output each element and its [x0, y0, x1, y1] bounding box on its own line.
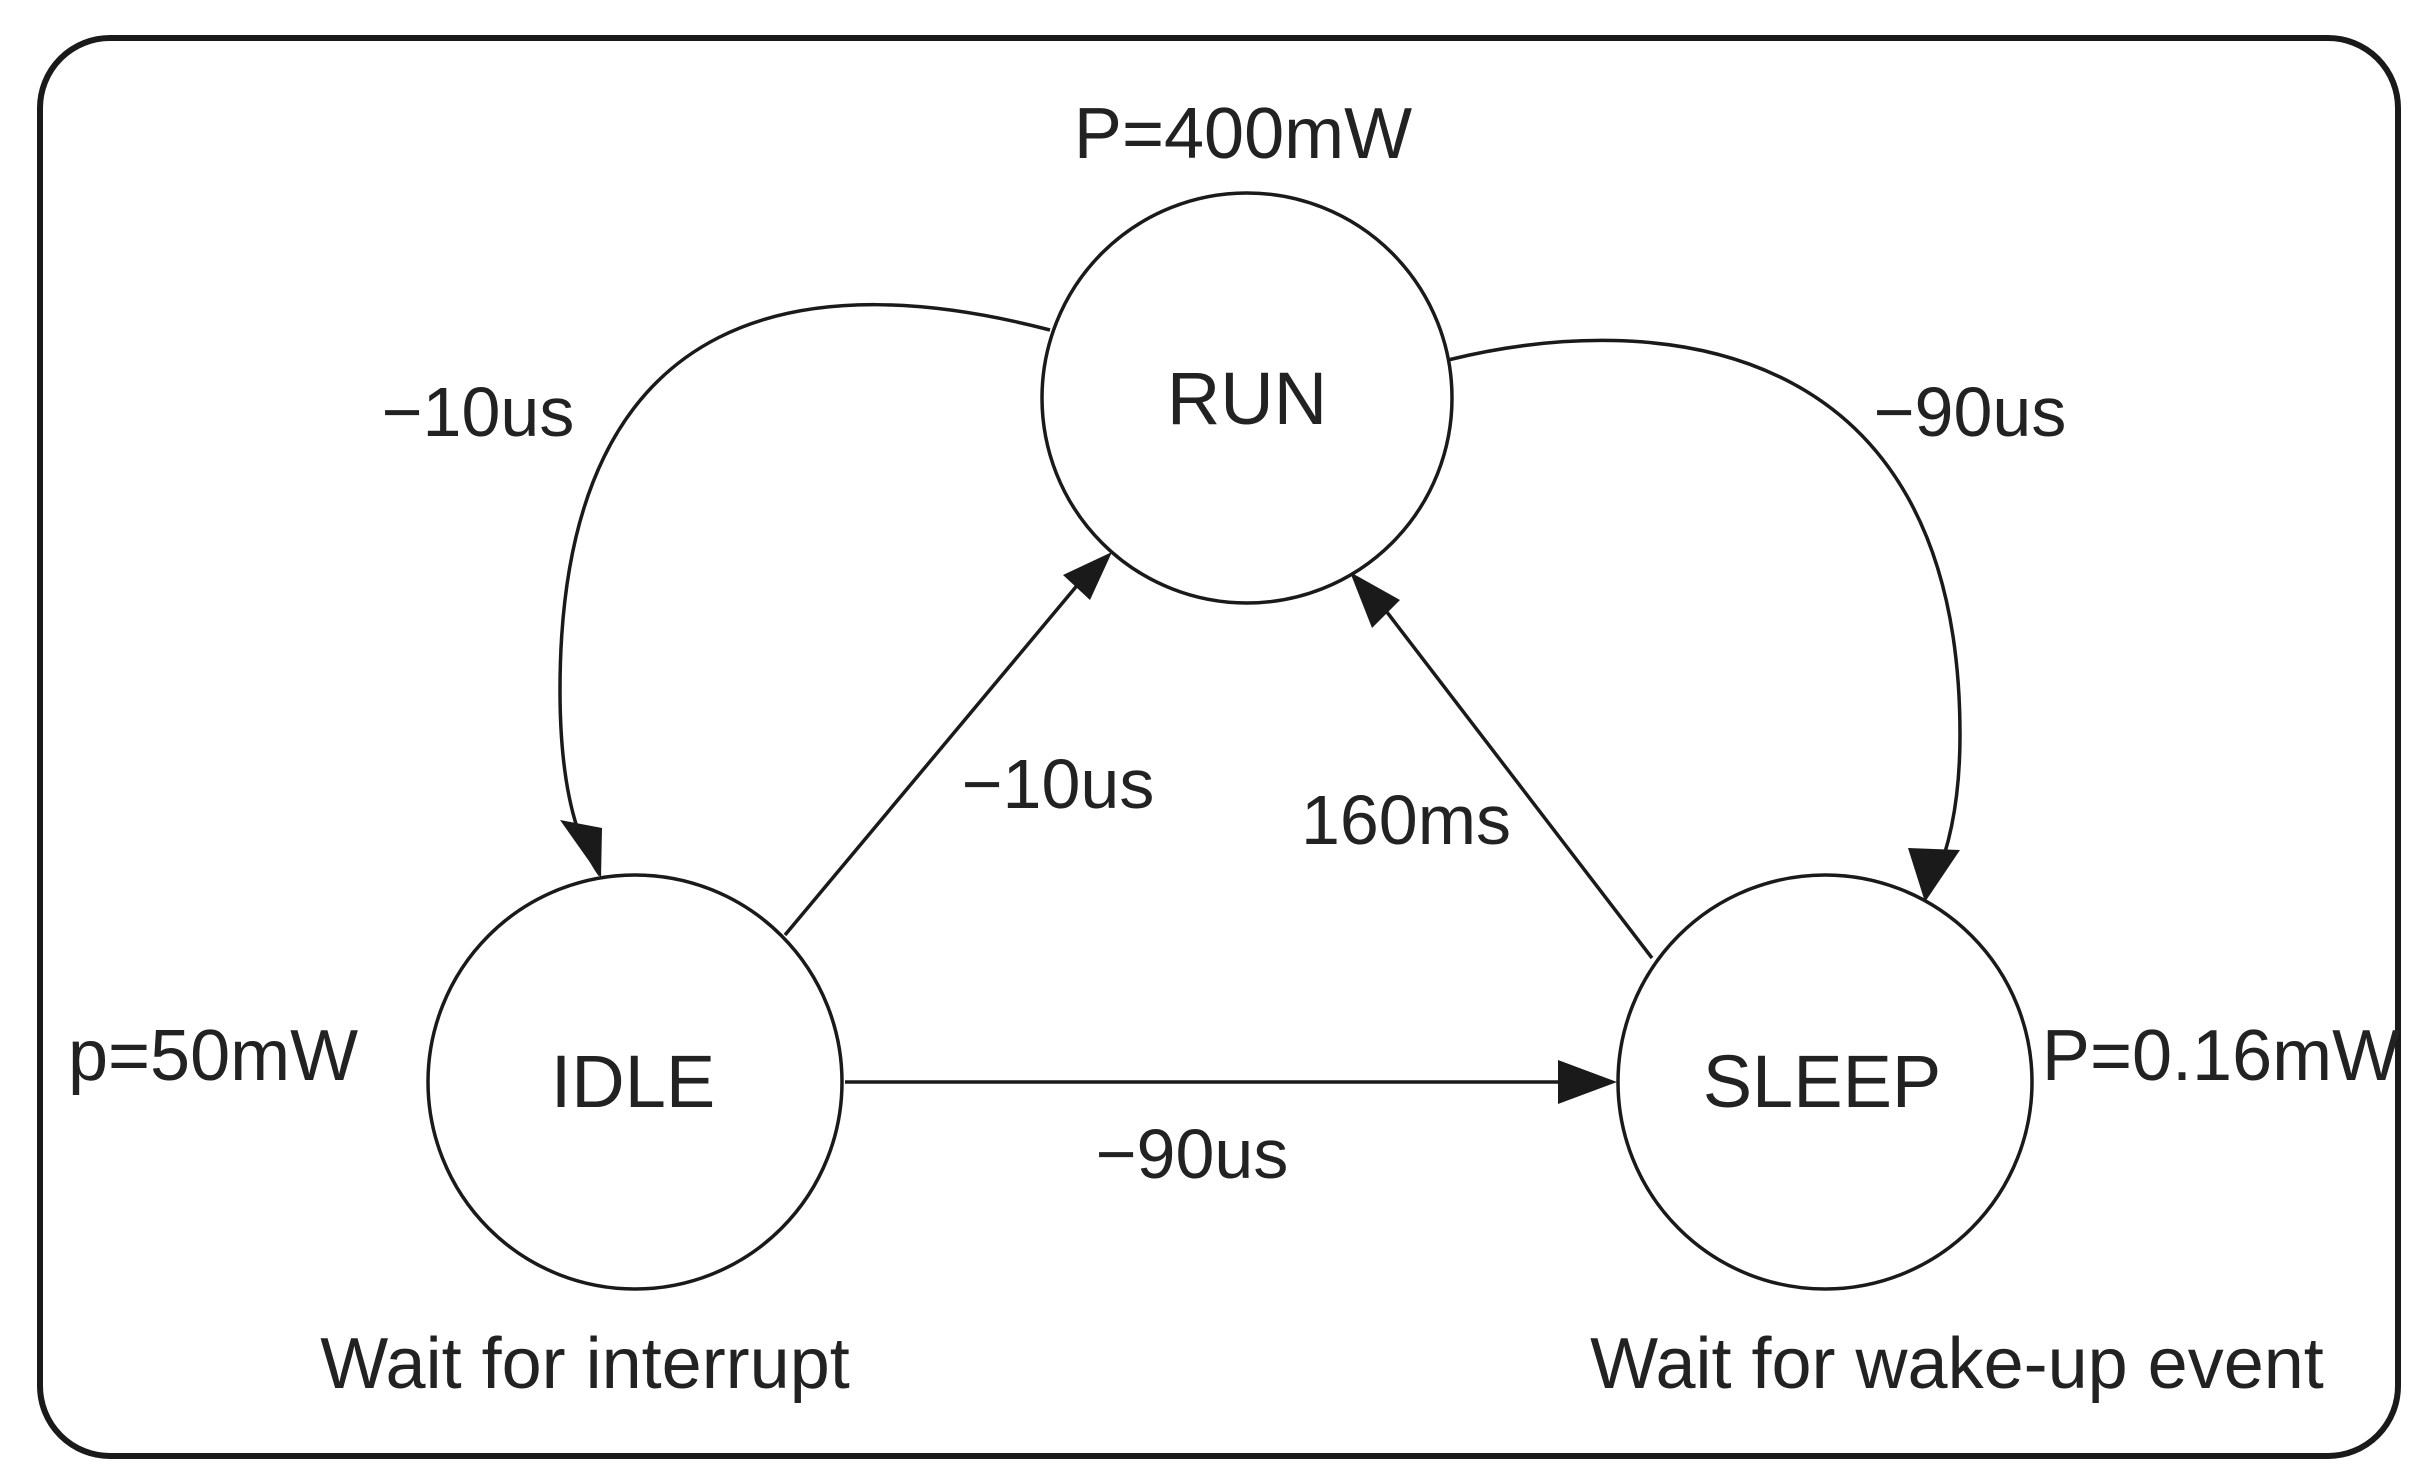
diagram-frame [37, 35, 2401, 1459]
sleep-to-run-label: 160ms [1301, 781, 1511, 859]
edge-idle-to-run [783, 568, 1092, 937]
arrowhead-into-sleep-from-run [1908, 848, 1960, 902]
run-to-idle-label: −10us [382, 373, 575, 451]
run-to-sleep-label: −90us [1874, 373, 2067, 451]
run-power-label: P=400mW [1074, 94, 1412, 174]
state-sleep: SLEEP [1616, 873, 2034, 1291]
edge-run-to-sleep [1447, 338, 1962, 881]
edge-run-to-idle [558, 303, 1051, 877]
edge-sleep-to-run [1368, 588, 1654, 960]
idle-to-run-label: −10us [962, 745, 1155, 823]
state-sleep-circle [1616, 873, 2034, 1291]
sleep-note: Wait for wake-up event [1590, 1324, 2324, 1404]
state-idle-circle [426, 873, 844, 1291]
arrowhead-into-sleep-from-idle [1558, 1060, 1617, 1104]
arrowhead-into-idle [560, 820, 602, 878]
state-idle: IDLE [426, 873, 844, 1291]
sleep-power-label: P=0.16mW [2042, 1016, 2400, 1096]
arrowhead-into-run-from-sleep [1350, 572, 1400, 628]
idle-note: Wait for interrupt [320, 1324, 850, 1404]
state-run: RUN [1040, 191, 1454, 605]
idle-power-label: p=50mW [68, 1016, 358, 1096]
arrowhead-into-run-from-idle [1063, 552, 1112, 600]
idle-to-sleep-label: −90us [1096, 1115, 1289, 1193]
state-run-circle [1040, 191, 1454, 605]
state-run-label: RUN [1167, 357, 1327, 440]
state-sleep-label: SLEEP [1703, 1040, 1942, 1123]
state-idle-label: IDLE [551, 1040, 716, 1123]
